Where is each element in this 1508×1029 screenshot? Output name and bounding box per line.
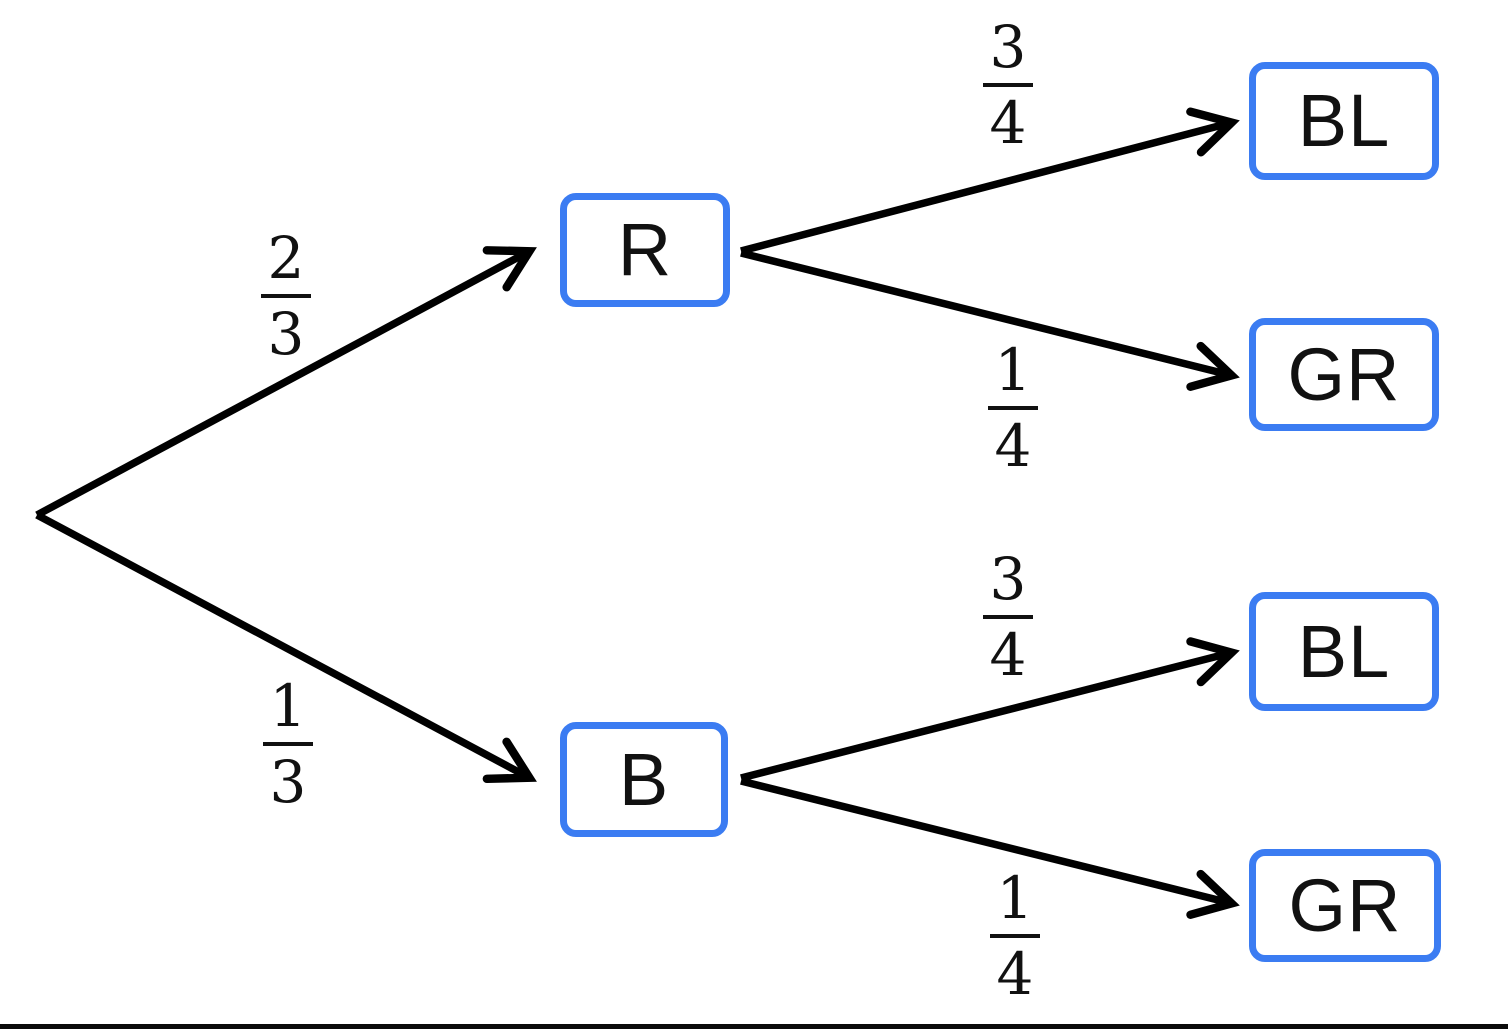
fraction-numerator: 3 <box>989 545 1027 613</box>
fraction-numerator: 1 <box>994 336 1032 404</box>
bottom-rule <box>0 1024 1508 1029</box>
node-box-gr-top: GR <box>1249 318 1439 431</box>
fraction-numerator: 3 <box>989 13 1027 81</box>
branch-b-to-bl <box>740 637 1240 782</box>
branch-probability-r-to-gr: 1 4 <box>988 341 1038 475</box>
branch-probability-root-to-r: 2 3 <box>261 229 311 363</box>
branch-probability-r-to-bl: 3 4 <box>983 18 1033 152</box>
node-label-b: B <box>618 737 670 821</box>
branch-r-to-gr <box>740 249 1240 391</box>
fraction-bar <box>983 83 1033 87</box>
fraction-denominator: 3 <box>267 300 305 368</box>
node-box-gr-bottom: GR <box>1249 849 1441 962</box>
fraction-denominator: 4 <box>989 89 1027 157</box>
branch-r-to-bl <box>740 107 1240 255</box>
fraction-denominator: 4 <box>989 621 1027 689</box>
node-box-bl-bottom: BL <box>1249 592 1439 711</box>
fraction-bar <box>261 294 311 298</box>
fraction-denominator: 4 <box>996 940 1034 1008</box>
node-box-b: B <box>560 722 728 837</box>
branch-probability-b-to-gr: 1 4 <box>990 869 1040 1003</box>
fraction-numerator: 1 <box>996 864 1034 932</box>
fraction-bar <box>990 934 1040 938</box>
node-label-bl-bottom: BL <box>1297 609 1391 693</box>
branch-probability-root-to-b: 1 3 <box>263 677 313 811</box>
fraction-denominator: 4 <box>994 412 1032 480</box>
branch-root-to-b <box>35 511 537 783</box>
node-box-bl-top: BL <box>1249 62 1439 180</box>
fraction-bar <box>263 742 313 746</box>
fraction-bar <box>983 615 1033 619</box>
fraction-denominator: 3 <box>269 748 307 816</box>
node-label-gr-top: GR <box>1287 332 1401 416</box>
branch-probability-b-to-bl: 3 4 <box>983 550 1033 684</box>
branch-b-to-gr <box>740 777 1240 919</box>
node-label-bl-top: BL <box>1297 79 1391 162</box>
node-label-r: R <box>617 208 673 291</box>
fraction-bar <box>988 406 1038 410</box>
fraction-numerator: 1 <box>269 672 307 740</box>
node-label-gr-bottom: GR <box>1288 863 1402 947</box>
branch-root-to-r <box>35 246 537 519</box>
node-box-r: R <box>560 193 730 307</box>
fraction-numerator: 2 <box>267 224 305 292</box>
